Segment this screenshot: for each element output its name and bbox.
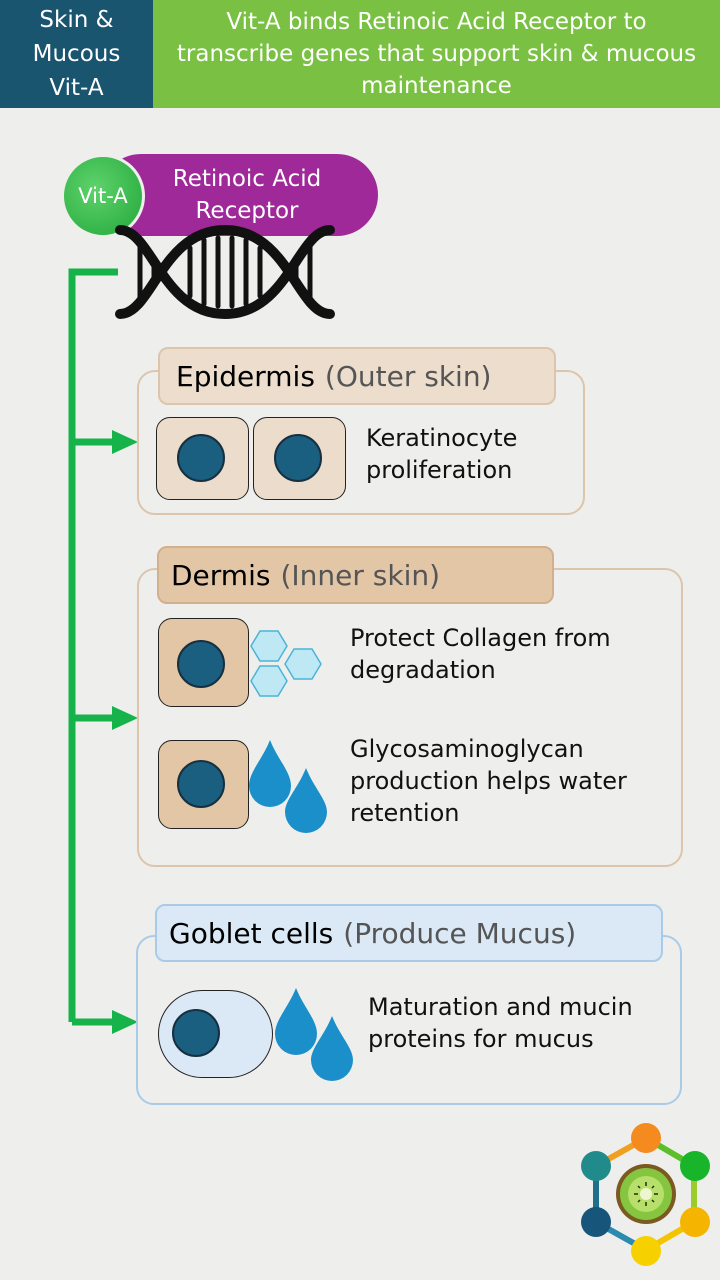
- nucleus-icon: [172, 1009, 220, 1057]
- nucleus-icon: [274, 434, 322, 482]
- dna-helix-icon: [115, 224, 335, 320]
- dermis-title: Dermis: [171, 558, 271, 592]
- epidermis-effect: Keratinocyte proliferation: [366, 424, 518, 484]
- water-drop-icon: [249, 740, 327, 833]
- goblet-effect: Maturation and mucin proteins for mucus: [368, 993, 633, 1053]
- collagen-hexagon-icon: [250, 630, 322, 697]
- nucleus-icon: [177, 434, 225, 482]
- epidermis-tab: Epidermis (Outer skin): [158, 347, 556, 405]
- water-drop-icon: [275, 988, 353, 1081]
- receptor-pill: [100, 154, 378, 236]
- topic-label: Skin & Mucous Vit-A: [0, 0, 153, 108]
- logo-kiwi-icon: [581, 1123, 710, 1266]
- goblet-title: Goblet cells: [169, 916, 334, 950]
- dermis-gag-effect: Glycosaminoglycan production helps water…: [350, 735, 627, 827]
- epidermis-title: Epidermis: [176, 359, 315, 393]
- goblet-tab: Goblet cells (Produce Mucus): [155, 904, 663, 962]
- header-summary: Vit-A binds Retinoic Acid Receptor to tr…: [153, 0, 720, 108]
- goblet-subtitle: (Produce Mucus): [343, 916, 577, 950]
- nucleus-icon: [177, 640, 225, 688]
- receptor-label: Retinoic Acid Receptor: [172, 166, 322, 224]
- dermis-tab: Dermis (Inner skin): [157, 546, 554, 604]
- pathway-arrows: [68, 268, 138, 1034]
- dermis-subtitle: (Inner skin): [280, 558, 441, 592]
- dermis-collagen-effect: Protect Collagen from degradation: [350, 624, 611, 684]
- epidermis-subtitle: (Outer skin): [324, 359, 492, 393]
- vit-a-ligand: Vit-A: [61, 154, 145, 238]
- nucleus-icon: [177, 760, 225, 808]
